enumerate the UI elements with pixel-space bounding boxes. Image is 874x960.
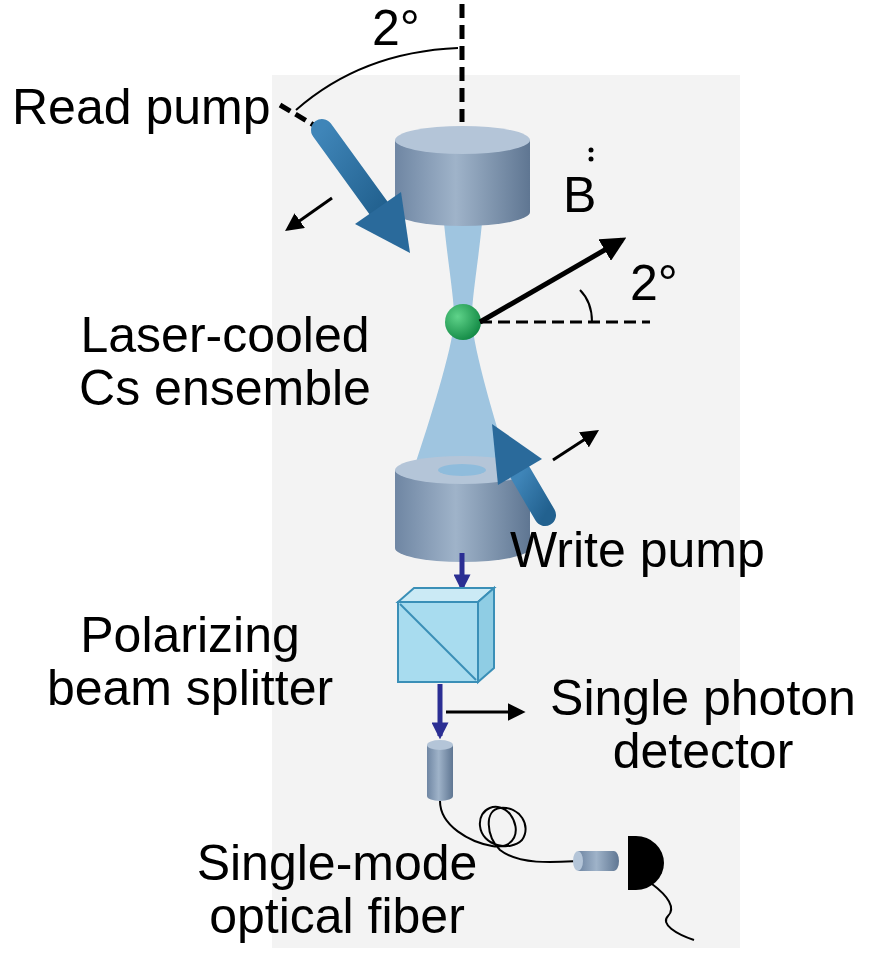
sample-label: Laser-cooled Cs ensemble bbox=[60, 309, 390, 414]
cube-diagonal bbox=[400, 604, 476, 680]
output-beam bbox=[438, 684, 443, 736]
vector-dot bbox=[589, 157, 594, 162]
vector-dot bbox=[589, 148, 594, 153]
mirror-aperture bbox=[438, 464, 486, 476]
background-panel bbox=[272, 75, 740, 948]
read-pump-beam bbox=[322, 130, 410, 253]
detector-coupler bbox=[573, 851, 619, 871]
angle-arc bbox=[580, 290, 592, 322]
component-label: Single-mode optical fiber bbox=[177, 837, 497, 942]
angle-arc bbox=[296, 48, 458, 110]
pump-tube bbox=[521, 474, 545, 515]
cube-front bbox=[398, 602, 478, 682]
cube-side bbox=[478, 588, 494, 682]
cavity-axis-dashed bbox=[460, 4, 465, 122]
coupler-body bbox=[427, 745, 453, 801]
pump-head bbox=[492, 424, 542, 485]
field-vector bbox=[480, 240, 622, 322]
angle-label: 2° bbox=[630, 257, 678, 310]
output-beam bbox=[460, 553, 465, 588]
coupler-face bbox=[573, 851, 583, 871]
angle-label: 2° bbox=[372, 2, 420, 55]
pump-head bbox=[355, 192, 410, 253]
reflected-port-arrow bbox=[446, 711, 522, 714]
upper-mirror bbox=[395, 126, 530, 226]
detector-symbol bbox=[628, 836, 664, 890]
polarization-arrow bbox=[288, 198, 332, 229]
component-label: Single photon detector bbox=[538, 672, 868, 777]
coupler-face bbox=[427, 740, 453, 750]
horizontal-dashed bbox=[480, 321, 650, 324]
detector-cable bbox=[652, 884, 694, 940]
mirror-face bbox=[395, 126, 530, 154]
beam-splitter-cube bbox=[398, 588, 494, 682]
beam-label: Read pump bbox=[12, 81, 271, 134]
coupler-body bbox=[578, 851, 619, 871]
field-label: B bbox=[563, 169, 596, 222]
fiber-coupler bbox=[427, 740, 453, 801]
atom-cloud bbox=[445, 304, 481, 340]
component-label: Polarizing beam splitter bbox=[25, 609, 355, 714]
write-pump-beam bbox=[492, 424, 545, 515]
beam-label: Write pump bbox=[510, 524, 765, 577]
polarization-arrow bbox=[553, 432, 596, 460]
